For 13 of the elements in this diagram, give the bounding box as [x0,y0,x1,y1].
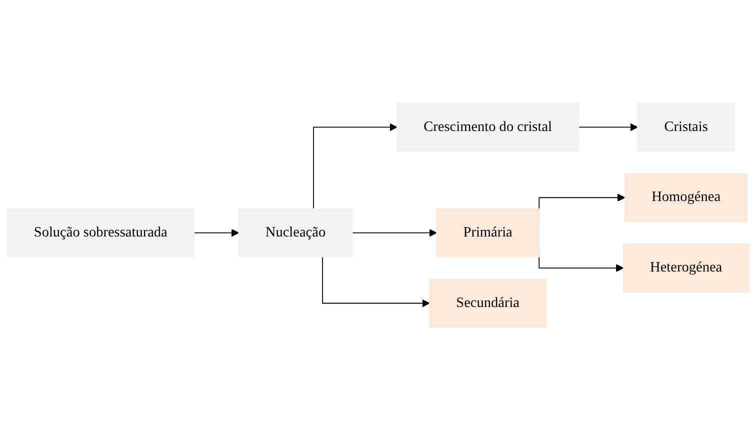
arrow [352,229,437,238]
node-box: Solução sobressaturada [6,208,195,258]
arrow [313,124,398,210]
node-box: Homogénea [624,173,748,222]
node-box: Primária [436,208,540,258]
arrow [578,124,638,132]
arrow [322,256,430,308]
node-box: Secundária [428,279,547,328]
node-box: Crescimento do cristal [396,102,580,152]
arrow [194,229,240,238]
node-box: Nucleação [238,208,353,258]
node-box: Heterogénea [622,244,750,293]
node-box: Cristais [637,102,736,152]
